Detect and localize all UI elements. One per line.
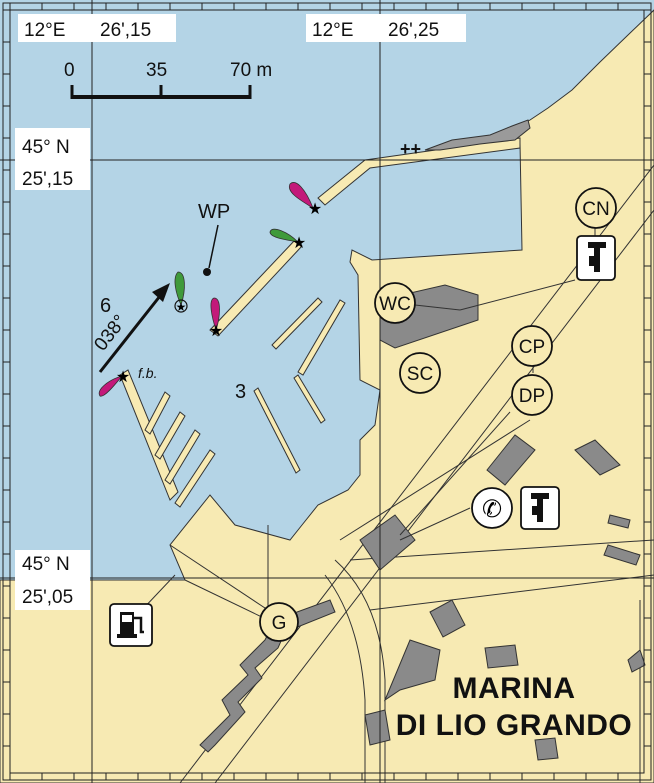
green-light-middle-icon [269,228,300,243]
rocky-reef [424,119,531,151]
customs-badge: CN [575,187,617,229]
service-badges: CN WC SC CP DP G [259,187,617,642]
basin-depth: 3 [235,381,246,403]
red-light-mole-icon [98,375,124,397]
red-light-inner-icon [210,297,220,332]
crane-label: G [272,613,287,634]
middle-pier [209,239,303,337]
shoal-mark: ++ [400,139,421,159]
scale-tick-35: 35 [146,60,167,81]
crane-badge: G [259,602,299,642]
buildings [199,284,646,761]
light-star-inner-icon: ★ [209,323,223,340]
light-star-north-icon: ★ [308,201,322,218]
light-star-middle-icon: ★ [292,235,306,252]
light-star-mole-icon: ★ [116,369,130,386]
coordinate-labels: 12°E 26',15 12°E 26',25 45° N 25',15 45°… [15,14,466,610]
green-light-entrance-icon [174,271,185,307]
sc-label: SC [407,364,433,385]
crane-lift-icon [576,235,616,281]
upper-latitude-degrees: 45° N [22,137,70,158]
scale-bar: 0 35 70 m [64,60,272,99]
customs-label: CN [582,199,609,220]
harbour-office-badge: CP [511,325,553,367]
harbour-office-label: CP [519,337,545,358]
sc-badge: SC [399,352,441,394]
wc-label: WC [379,294,411,315]
wc-badge: WC [374,282,416,324]
waypoint-label: WP [198,201,230,223]
dp-badge: DP [511,374,553,416]
top-left-longitude: 12°E [24,20,65,41]
light-star-entrance-icon: ★ [176,300,187,314]
upper-latitude-minutes: 25',15 [22,169,73,190]
lower-latitude-degrees: 45° N [22,554,70,575]
marina-name-line1: MARINA [453,672,576,705]
top-right-longitude: 12°E [312,20,353,41]
fuel-pump-icon [109,603,153,647]
scale-tick-0: 0 [64,60,75,81]
telephone-icon: ✆ [471,487,513,529]
top-left-minutes: 26',15 [100,20,151,41]
lower-latitude-minutes: 25',05 [22,587,73,608]
icon-badges: ✆ [109,235,616,647]
dp-label: DP [519,386,545,407]
fixed-bridge-label: f.b. [138,365,157,381]
navigation-lights: ★ ★ ★ ★ ★ [98,182,322,397]
scale-tick-70: 70 m [230,60,272,81]
inner-jetties [253,297,346,474]
waypoint: WP [198,201,230,276]
finger-piers-west [144,391,216,508]
marina-title: MARINA DI LIO GRANDO [396,672,633,742]
red-light-north-icon [288,182,314,209]
west-mole [119,369,179,501]
marina-name-line2: DI LIO GRANDO [396,709,633,742]
light-ring-entrance-icon [174,299,188,313]
top-right-minutes: 26',25 [388,20,439,41]
workshop-icon [520,486,560,530]
channel-depth: 6 [100,295,111,317]
svg-text:✆: ✆ [482,495,502,523]
